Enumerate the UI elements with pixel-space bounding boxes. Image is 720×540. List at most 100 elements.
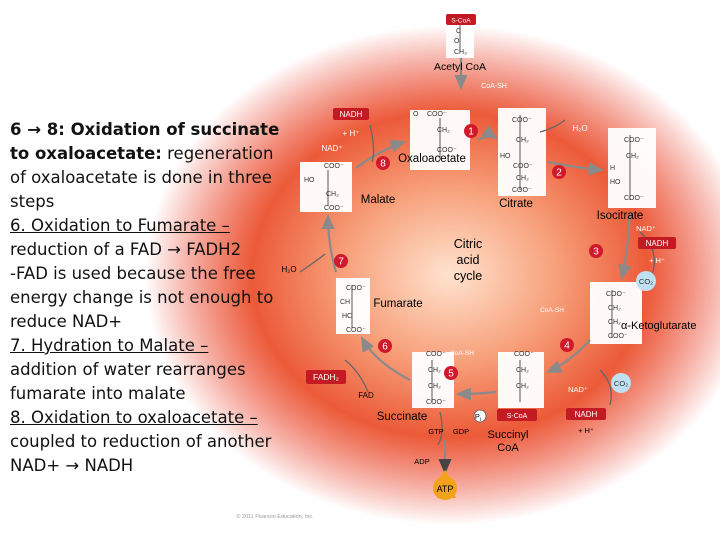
svg-text:COO⁻: COO⁻	[606, 291, 626, 298]
step-8-marker: 8	[376, 156, 390, 170]
adp-label: ADP	[414, 457, 429, 466]
svg-text:CH₂: CH₂	[326, 191, 339, 198]
svg-text:CH₂: CH₂	[608, 319, 621, 326]
coa-sh-top-label: CoA-SH	[481, 83, 507, 90]
fad-label: FAD	[358, 391, 374, 400]
heading-line-2-rest: regeneration	[167, 144, 274, 163]
step-6-label: 6	[382, 342, 388, 353]
h2o-1-label: H₂O	[572, 124, 587, 133]
coa-sh-right-label: CoA-SH	[540, 307, 564, 314]
svg-text:O: O	[413, 111, 419, 118]
svg-text:COO⁻: COO⁻	[426, 399, 446, 406]
acetyl-s-coa-label: S-CoA	[451, 18, 471, 25]
structural-formulas	[327, 22, 631, 402]
svg-text:CH₂: CH₂	[516, 367, 529, 374]
svg-text:CH₃: CH₃	[454, 49, 467, 56]
nadh-8-box	[333, 108, 369, 120]
center-line-1: Citric	[454, 237, 482, 251]
nadh-4-box	[566, 408, 606, 420]
svg-text:HO: HO	[610, 179, 621, 186]
isocitrate-panel	[608, 128, 656, 208]
svg-text:CH₂: CH₂	[626, 153, 639, 160]
fadh2-box	[306, 370, 346, 384]
svg-text:HO: HO	[500, 153, 511, 160]
text-line-4: steps	[10, 192, 55, 211]
center-line-3: cycle	[454, 269, 483, 283]
coa-sh-bottom-label: CoA-SH	[450, 350, 474, 357]
svg-text:CH₂: CH₂	[516, 137, 529, 144]
step-8-oxaloacetate-heading: 8. Oxidation to oxaloacetate –	[10, 408, 258, 427]
isocitrate-label: Isocitrate	[597, 210, 644, 222]
succinyl-coa-panel	[498, 352, 544, 408]
svg-text:C: C	[456, 28, 461, 35]
step-2-label: 2	[556, 168, 562, 179]
explanation-text-block: 6 → 8: Oxidation of succinate to oxaloac…	[10, 118, 282, 478]
cycle-arrows	[321, 58, 632, 475]
atp-bubble	[433, 476, 457, 500]
succinate-label: Succinate	[377, 411, 428, 423]
svg-text:COO⁻: COO⁻	[513, 163, 533, 170]
svg-text:CH₂: CH₂	[608, 305, 621, 312]
svg-text:HO: HO	[304, 177, 315, 184]
nad-3-label: NAD⁺	[636, 224, 656, 233]
co2-3-label: CO₂	[639, 277, 653, 286]
phosphate-label: Pi	[475, 412, 481, 423]
svg-text:COO⁻: COO⁻	[346, 285, 366, 292]
text-line-10: 7. Hydration to Malate –	[10, 334, 282, 358]
svg-text:COO⁻: COO⁻	[514, 351, 534, 358]
heading-line-2-bold: to oxaloacetate:	[10, 144, 162, 163]
text-line-13: 8. Oxidation to oxaloacetate –	[10, 406, 282, 430]
nadh-4-label: NADH	[575, 410, 598, 419]
svg-text:CH₂: CH₂	[516, 175, 529, 182]
acetyl-coa-label: Acetyl CoA	[434, 61, 486, 73]
step-markers: 1 2 3 4 5 6 7 8	[334, 124, 603, 380]
svg-text:COO⁻: COO⁻	[427, 111, 447, 118]
svg-text:COO⁻: COO⁻	[324, 205, 344, 212]
nad-4-label: NAD⁺	[568, 385, 588, 394]
step-3-label: 3	[593, 247, 599, 258]
text-line-9: reduce NAD+	[10, 312, 123, 331]
text-line-7: -FAD is used because the free	[10, 264, 256, 283]
text-line-8: energy change is not enough to	[10, 288, 274, 307]
copyright-label: © 2011 Pearson Education, Inc.	[236, 513, 314, 520]
ketoglutarate-panel	[590, 282, 642, 344]
svg-text:O: O	[454, 38, 460, 45]
atp-label: ATP	[437, 484, 454, 494]
text-line-15: NAD+ → NADH	[10, 456, 134, 475]
step-1-label: 1	[468, 127, 474, 138]
svg-text:COO⁻: COO⁻	[624, 137, 644, 144]
citrate-label: Citrate	[499, 198, 533, 210]
text-line-3: of oxaloacetate is done in three	[10, 168, 272, 187]
ketoglutarate-label: α-Ketoglutarate	[621, 320, 696, 332]
step-7-label: 7	[338, 257, 344, 268]
fumarate-panel	[336, 278, 370, 334]
acetyl-s-coa-box	[446, 14, 476, 25]
step-6-fumarate-heading: 6. Oxidation to Fumarate –	[10, 216, 230, 235]
step-7-malate-heading: 7. Hydration to Malate –	[10, 336, 209, 355]
svg-text:COO⁻: COO⁻	[437, 147, 457, 154]
step-6-marker: 6	[378, 339, 392, 353]
step-2-marker: 2	[552, 165, 566, 179]
step-5-label: 5	[448, 369, 454, 380]
oxaloacetate-label: Oxaloacetate	[398, 153, 466, 165]
succinate-panel	[412, 352, 454, 408]
nad-8-label: NAD⁺	[321, 144, 342, 153]
step-1-marker: 1	[464, 124, 478, 138]
svg-text:CH₂: CH₂	[516, 383, 529, 390]
malate-label: Malate	[361, 194, 396, 206]
step-4-marker: 4	[560, 338, 574, 352]
step-4-label: 4	[564, 341, 570, 352]
succinyl-s-coa-label: S-CoA	[507, 413, 528, 420]
h-plus-4-label: + H⁺	[578, 426, 594, 435]
nadh-3-box	[638, 237, 676, 249]
text-line-14: coupled to reduction of another	[10, 432, 272, 451]
molecule-panels	[300, 14, 656, 408]
svg-text:COO⁻: COO⁻	[346, 327, 366, 334]
h-plus-8-label: + H⁺	[343, 129, 360, 138]
fumarate-label: Fumarate	[373, 298, 422, 310]
svg-text:COO⁻: COO⁻	[608, 333, 628, 340]
co2-4-bubble	[611, 373, 631, 393]
svg-text:CH₂: CH₂	[437, 127, 450, 134]
